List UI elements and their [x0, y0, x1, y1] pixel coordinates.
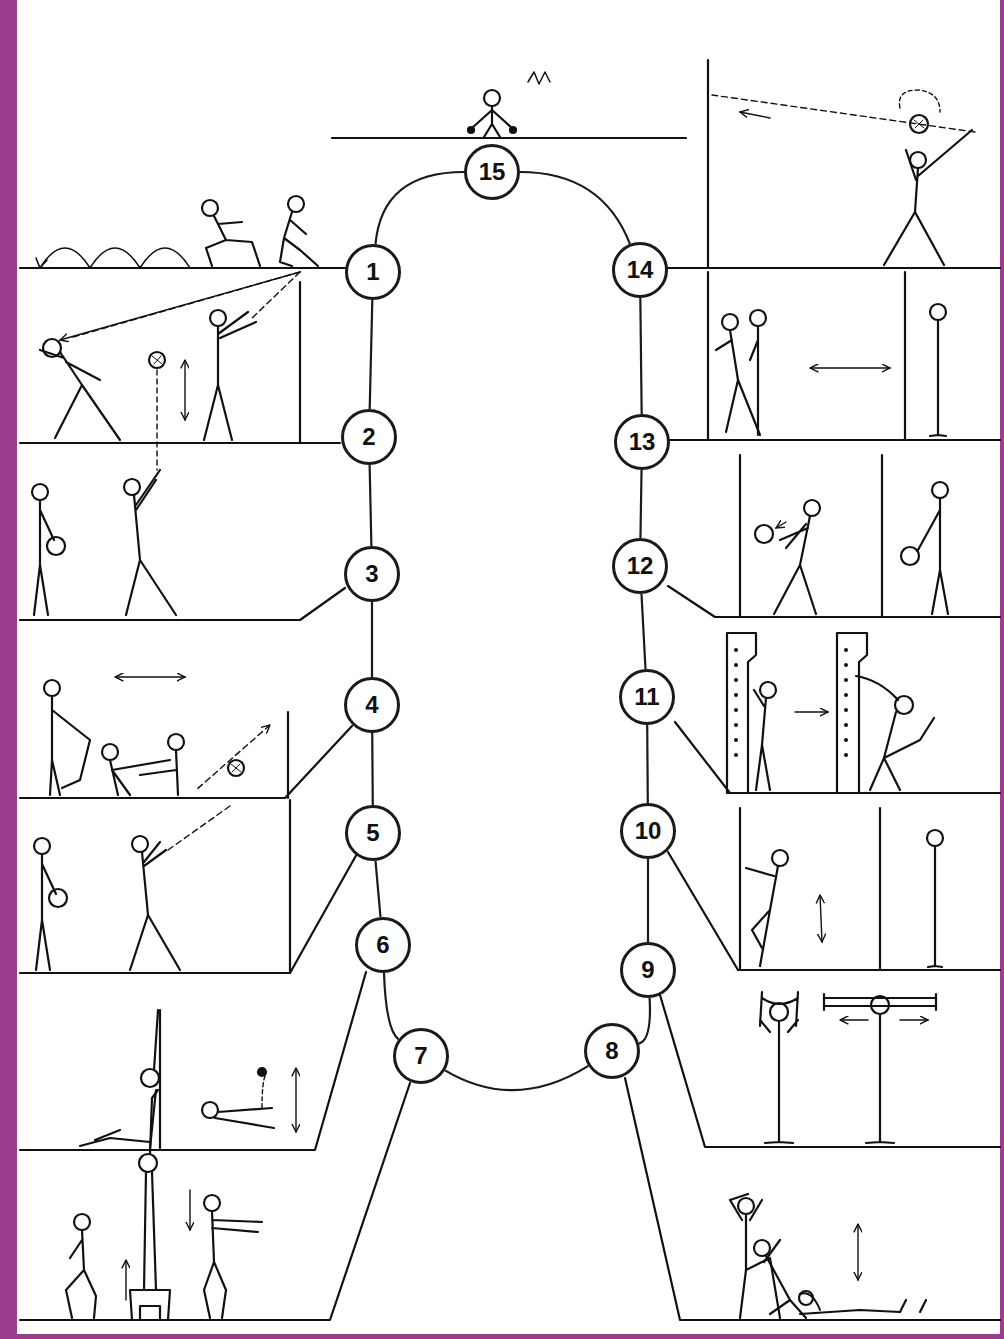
station-number: 4 [365, 693, 378, 717]
station-number: 11 [634, 685, 659, 709]
station-circle: 6 [355, 917, 411, 973]
station-circle: 4 [344, 677, 400, 733]
station-number: 2 [362, 425, 375, 449]
station-number: 8 [605, 1039, 618, 1063]
station-circle: 2 [341, 409, 397, 465]
track-line [371, 602, 373, 677]
station-circle: 8 [584, 1023, 640, 1079]
track-line [640, 298, 641, 414]
station-circle: 9 [620, 942, 676, 998]
track-line [375, 861, 380, 917]
track-line [371, 733, 374, 805]
station-number: 15 [479, 160, 506, 184]
station-circle: 10 [620, 803, 676, 859]
station-circle: 14 [612, 242, 668, 298]
track-line [641, 594, 645, 669]
station-circle: 11 [619, 669, 675, 725]
station-circle: 3 [344, 546, 400, 602]
track-line [445, 1066, 588, 1090]
station-number: 7 [414, 1044, 427, 1068]
station-circle: 5 [345, 805, 401, 861]
station-number: 12 [627, 554, 654, 578]
station-number: 1 [366, 260, 379, 284]
station-circle: 1 [345, 244, 401, 300]
station-circle: 7 [393, 1028, 449, 1084]
track-line [640, 470, 641, 538]
station-number: 3 [365, 562, 378, 586]
track-line [376, 172, 464, 244]
track-line [639, 998, 650, 1044]
station-circle: 13 [614, 414, 670, 470]
track-line [520, 172, 630, 244]
station-number: 14 [627, 258, 654, 282]
page-ground [17, 0, 1000, 1334]
station-circle: 12 [612, 538, 668, 594]
station-circle: 15 [464, 144, 520, 200]
track-line [370, 465, 372, 546]
station-number: 9 [641, 958, 654, 982]
track-line [647, 859, 649, 942]
station-number: 13 [629, 430, 656, 454]
station-number: 10 [635, 819, 662, 843]
track-line [646, 725, 649, 803]
track-line [370, 300, 373, 409]
station-number: 5 [366, 821, 379, 845]
station-number: 6 [376, 933, 389, 957]
track-line [384, 973, 399, 1039]
